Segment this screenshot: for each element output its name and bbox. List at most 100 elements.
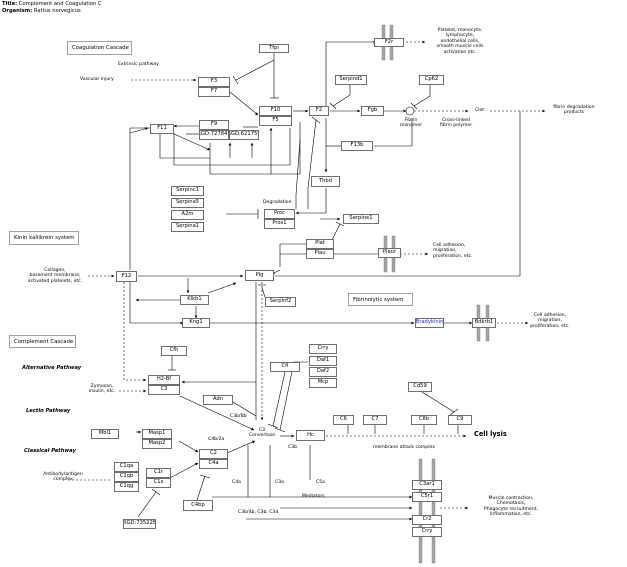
label-fibrin-monomer: Fibrin monomer (397, 118, 425, 129)
collagen-line: basement membrane, (29, 273, 81, 279)
label-zymosan: Zymosan, insulin, etc. (85, 384, 119, 395)
cell-adh-line: migration, (538, 318, 562, 324)
gene-kng1[interactable]: Kng1 (182, 318, 210, 328)
gene-cr2[interactable]: Cr2 (412, 515, 442, 525)
gene-c7[interactable]: C7 (363, 415, 387, 425)
label-c3b-bb: C3b/Bb (230, 414, 247, 419)
gene-crry-2[interactable]: Crry (412, 527, 442, 537)
gene-f3[interactable]: F3 (198, 77, 230, 87)
gene-c5r1[interactable]: C5r1 (412, 492, 442, 502)
gene-f10[interactable]: F10 (259, 106, 292, 116)
gene-bdkrb1[interactable]: Bdkrb1 (472, 318, 496, 328)
antibody-line: complex (53, 477, 73, 483)
gene-c1s[interactable]: C1s (146, 478, 171, 488)
fibrin-deg-line: fibrin degradation (553, 105, 595, 110)
c3conv-line: C3 (258, 428, 266, 433)
gene-c2[interactable]: C2 (199, 449, 228, 459)
label-fibrin-degradation: fibrin degradation products (545, 105, 603, 116)
gene-plg[interactable]: Plg (245, 270, 274, 281)
gene-serpinc1[interactable]: Serpinc1 (171, 186, 204, 196)
label-c3b4b: C3b/4b, C3b, C3d (238, 510, 279, 515)
gene-plaur[interactable]: Plaur (378, 248, 401, 258)
gene-plat[interactable]: Plat (306, 239, 334, 249)
gene-h2-bf[interactable]: H2-Bf (148, 375, 180, 385)
label-cell-lysis: Cell lysis (474, 430, 507, 438)
gene-cfh[interactable]: Cfh (161, 346, 187, 356)
muscle-line: Inflammation, etc. (489, 512, 533, 518)
cell-adh-line: Cell adhesion, (533, 313, 567, 318)
gene-masp2[interactable]: Masp2 (142, 439, 172, 449)
gene-f5[interactable]: F5 (259, 116, 292, 126)
gene-cfi[interactable]: Cfi (270, 362, 300, 372)
c3conv-line: Convertase (248, 433, 276, 439)
gene-c1qb[interactable]: C1qb (114, 472, 139, 482)
gene-serpine1[interactable]: Serpine1 (343, 214, 379, 224)
label-c5a: C5a (316, 480, 325, 485)
gene-rgd621759[interactable]: RGD:621759 (229, 130, 259, 140)
gene-c1r[interactable]: C1r (146, 468, 171, 478)
gene-c9[interactable]: C9 (448, 415, 472, 425)
gene-daf2[interactable]: Daf2 (309, 367, 337, 377)
zymosan-line: Zymosan, (90, 384, 114, 389)
gene-tfpi[interactable]: Tfpi (259, 44, 289, 53)
label-muscle-contraction: Muscle contraction, Chemotaxis, Phagocyt… (472, 496, 550, 518)
gene-f2r[interactable]: F2r (374, 38, 404, 47)
gene-serpina5[interactable]: Serpina5 (171, 198, 204, 208)
platelet-line: Platelet, monocyte, (437, 28, 483, 33)
gene-masp1[interactable]: Masp1 (142, 429, 172, 439)
gene-f9[interactable]: F9 (199, 120, 229, 130)
gene-cd59[interactable]: Cd59 (408, 382, 432, 392)
gene-f12[interactable]: F12 (116, 271, 137, 282)
label-vascular-injury: Vascular injury (80, 77, 114, 82)
crosslinked-line: Cross-linked (442, 118, 470, 123)
gene-pros1[interactable]: Pros1 (264, 219, 295, 229)
gene-c1qg[interactable]: C1qg (114, 482, 139, 492)
gene-f2[interactable]: F2 (309, 106, 329, 116)
platelet-line: endothelial cells, (440, 38, 480, 44)
gene-daf1[interactable]: Daf1 (309, 356, 337, 366)
gene-mcp[interactable]: Mcp (309, 378, 337, 388)
header-title: Title: Complement and Coagulation C (2, 1, 102, 7)
gene-c3ar1[interactable]: C3ar1 (412, 480, 442, 490)
gene-serpina1[interactable]: Serpina1 (171, 222, 204, 232)
muscle-line: Chemotaxis, (496, 501, 526, 507)
gene-plau[interactable]: Plau (306, 249, 334, 259)
platelet-line: activation etc. (443, 49, 477, 55)
gene-proc[interactable]: Proc (264, 209, 295, 219)
gene-c4a[interactable]: C4a (199, 459, 228, 469)
link-bradykinin[interactable]: Bradykinin (415, 318, 444, 328)
gene-hc[interactable]: Hc (296, 430, 325, 441)
gene-c4bp[interactable]: C4bp (183, 500, 213, 511)
label-cell-adhesion-bdkrb1: Cell adhesion, migration, proliferation,… (525, 313, 575, 329)
gene-rgd735225[interactable]: RGD:735225 (123, 519, 156, 529)
label-c4b-2a: C4b/2a (208, 437, 225, 442)
gene-crry[interactable]: Crry (309, 344, 337, 354)
gene-mbl1[interactable]: Mbl1 (91, 429, 119, 439)
gene-serpinf2[interactable]: Serpinf2 (265, 297, 296, 307)
gene-f13b[interactable]: F13b (341, 141, 373, 151)
gene-thbd[interactable]: Thbd (311, 176, 340, 187)
gene-adn[interactable]: Adn (203, 395, 233, 405)
gene-serpind1[interactable]: Serpind1 (335, 75, 367, 85)
gene-klkb1[interactable]: Klkb1 (180, 295, 209, 305)
crosslinked-line: fibrin polymer (439, 123, 473, 129)
fibrin-mono-line: monomer (399, 123, 423, 129)
gene-a2m[interactable]: A2m (171, 210, 204, 220)
gene-c3[interactable]: C3 (148, 385, 180, 395)
gene-fgb[interactable]: Fgb (361, 106, 384, 116)
label-lectin-pathway: Lectin Pathway (26, 408, 71, 414)
gene-cp62[interactable]: Cp62 (419, 75, 444, 85)
gene-c1qa[interactable]: C1qa (114, 462, 139, 472)
label-crosslinked-fibrin: Cross-linked fibrin polymer (432, 118, 480, 129)
zymosan-line: insulin, etc. (88, 389, 116, 395)
gene-f7[interactable]: F7 (198, 87, 230, 97)
label-membrane-attack-complex: membrane attack complex (373, 445, 435, 450)
gene-f11[interactable]: F11 (150, 124, 174, 134)
gene-rgd727847[interactable]: RGD:727847 (199, 130, 229, 140)
section-kinin-kallikrein: Kinin kallikrein system (9, 231, 79, 245)
label-c3-convertase: C3 Convertase (244, 428, 280, 439)
gene-c8b[interactable]: C8b (411, 415, 437, 425)
muscle-line: Muscle contraction, (488, 496, 534, 501)
gene-c6[interactable]: C6 (333, 415, 354, 425)
